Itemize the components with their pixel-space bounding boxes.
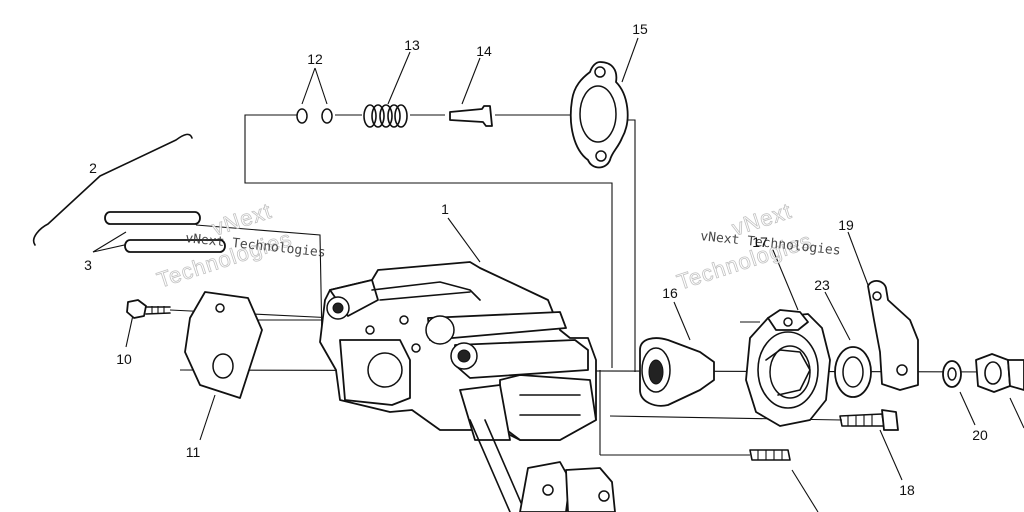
spring-13 bbox=[363, 104, 408, 128]
callout-3: 3 bbox=[84, 257, 92, 273]
callout-16: 16 bbox=[662, 285, 678, 301]
leader-lines bbox=[92, 37, 1024, 512]
fitting bbox=[749, 449, 791, 461]
bracket-19 bbox=[867, 280, 919, 391]
housing-17 bbox=[745, 309, 831, 427]
callout-19: 19 bbox=[838, 217, 854, 233]
gasket-15 bbox=[569, 61, 629, 169]
callout-20: 20 bbox=[972, 427, 988, 443]
pump-body-1 bbox=[319, 261, 597, 441]
plate-11 bbox=[184, 291, 263, 399]
callout-13: 13 bbox=[404, 37, 420, 53]
callout-18: 18 bbox=[899, 482, 915, 498]
callout-11: 11 bbox=[186, 444, 201, 460]
o-rings-12 bbox=[296, 108, 333, 124]
callout-12: 12 bbox=[307, 51, 323, 67]
brace-2 bbox=[32, 133, 193, 246]
callout-10: 10 bbox=[116, 351, 132, 367]
plunger-14 bbox=[449, 105, 493, 127]
washer-20 bbox=[942, 360, 962, 388]
callout-23: 23 bbox=[814, 277, 830, 293]
callout-17: 17 bbox=[752, 234, 768, 250]
callout-1: 1 bbox=[441, 201, 449, 217]
bolt-10 bbox=[126, 299, 171, 319]
seal-23 bbox=[834, 346, 872, 398]
callout-labels: 2 3 12 13 14 15 1 10 11 16 17 23 19 20 1… bbox=[84, 21, 988, 498]
callout-14: 14 bbox=[476, 43, 492, 59]
callout-2: 2 bbox=[89, 160, 97, 176]
nut bbox=[975, 353, 1024, 393]
callout-15: 15 bbox=[632, 21, 648, 37]
pins-3 bbox=[104, 211, 226, 253]
screw-18 bbox=[839, 409, 899, 431]
cap-16 bbox=[639, 337, 715, 407]
linkage-lower bbox=[469, 419, 616, 512]
